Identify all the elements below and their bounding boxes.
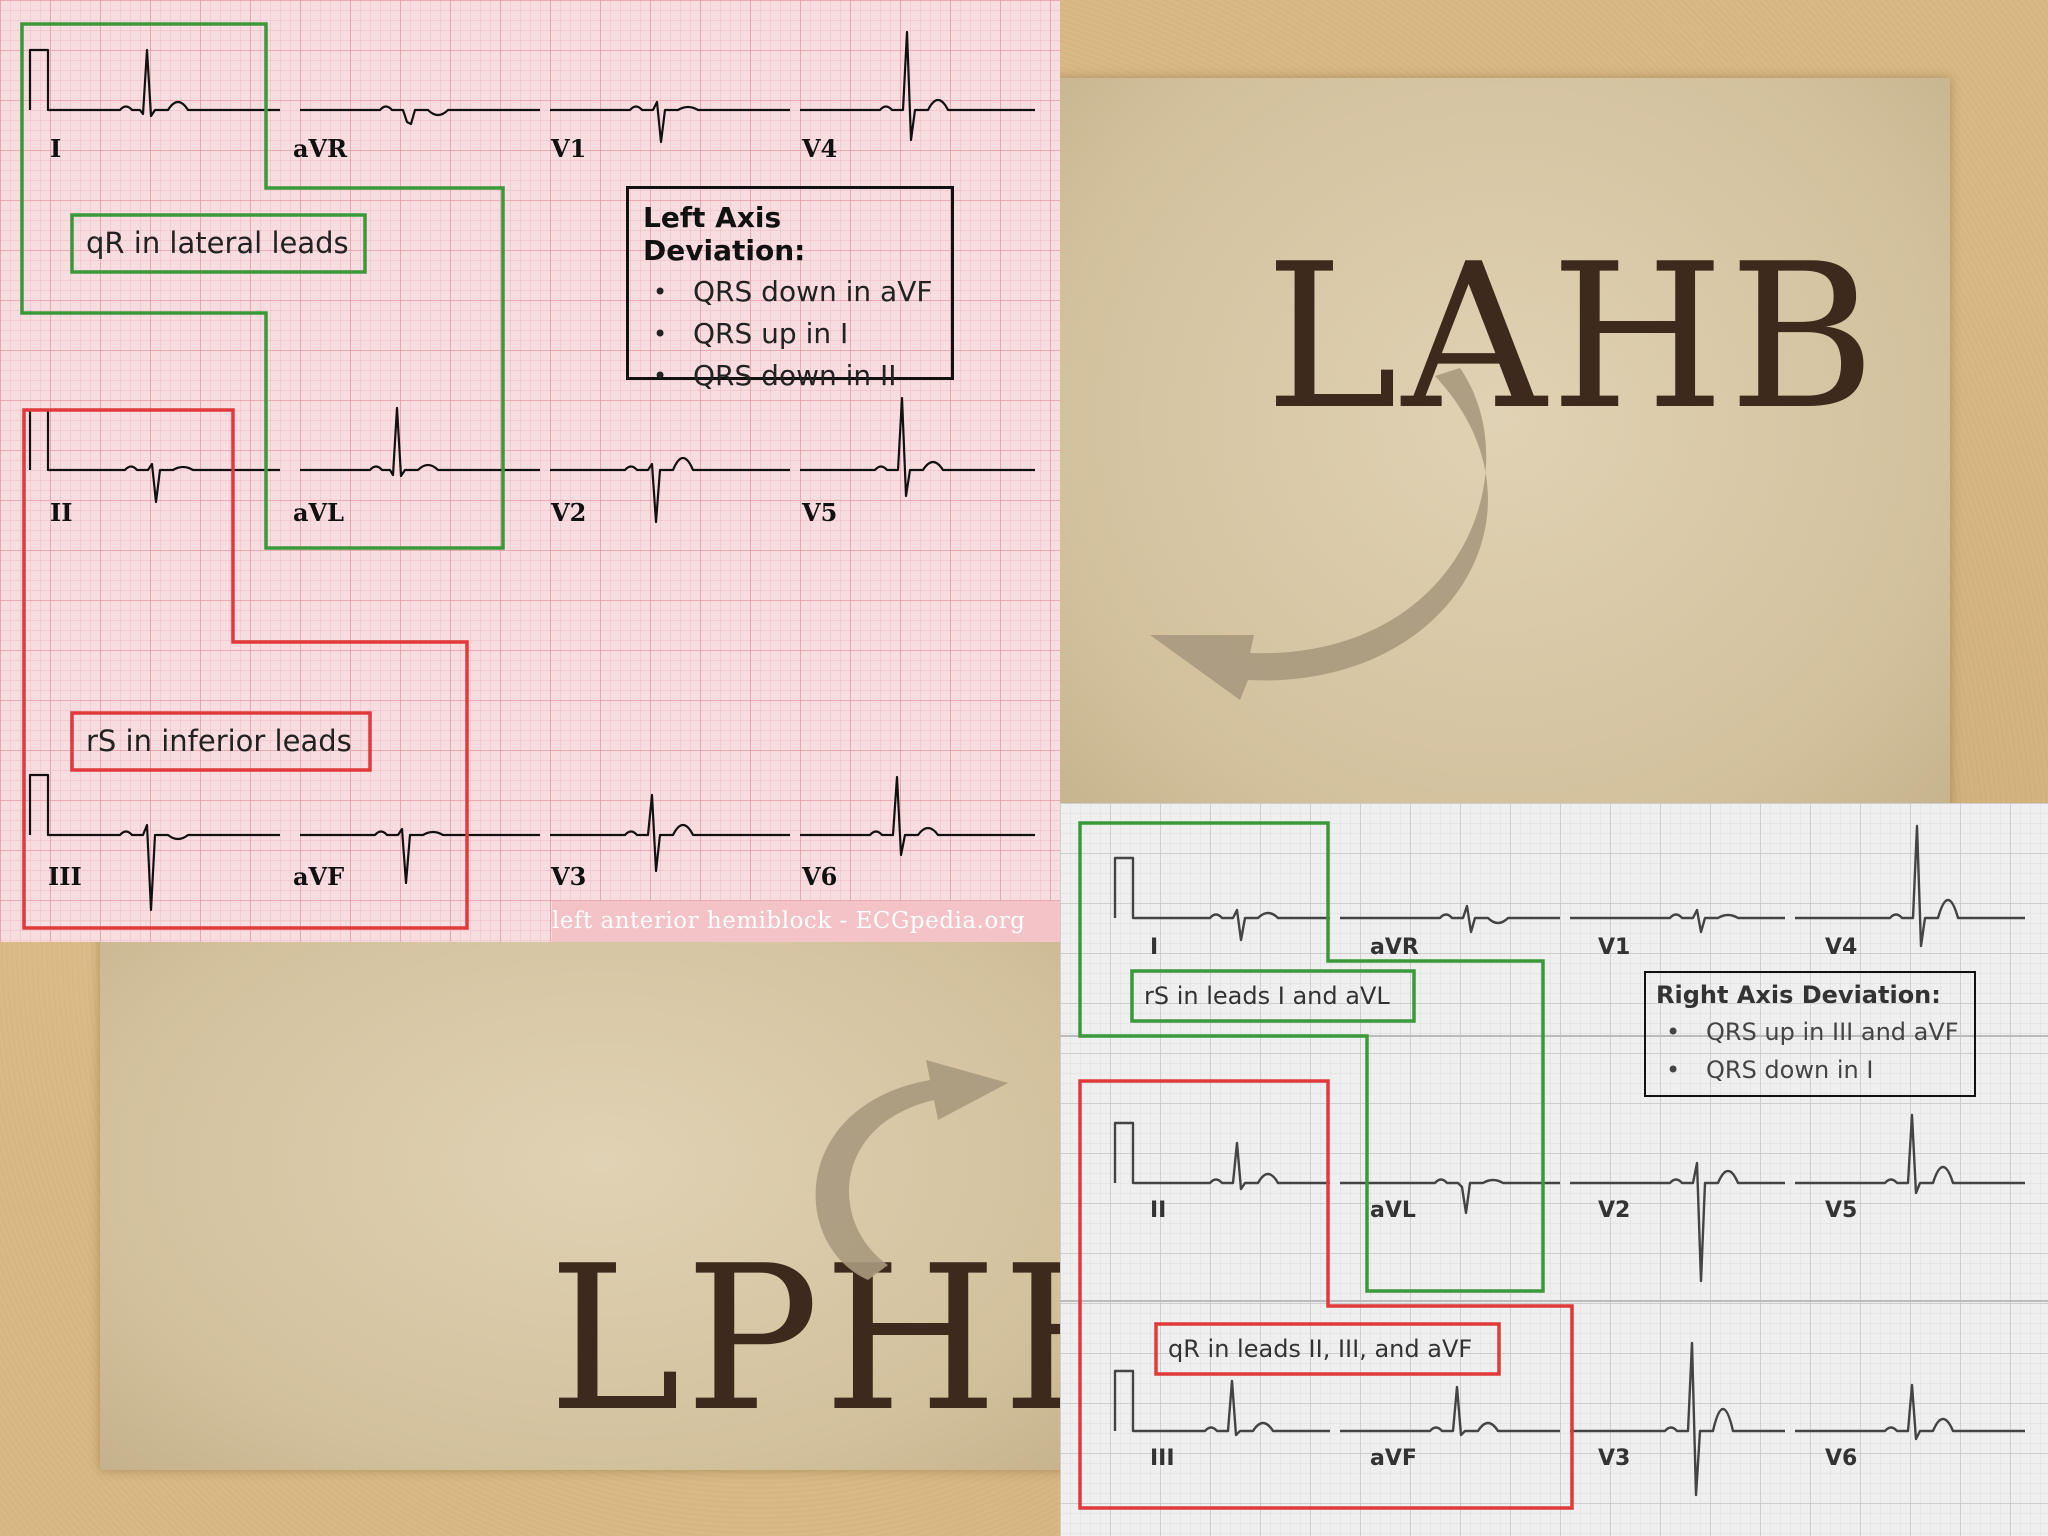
lateral-callout-box xyxy=(1130,969,1416,1023)
axis-box-title: Right Axis Deviation: xyxy=(1656,981,1941,1009)
lahb-ecg-panel: I aVR V1 V4 II aVL V2 V5 III aVF V3 V6 q… xyxy=(0,0,1060,942)
axis-box-item: QRS down in I xyxy=(1666,1051,1964,1089)
ecg-grid xyxy=(1060,803,2048,1536)
curved-arrow-icon xyxy=(1150,368,1488,700)
lahb-ecg-graph xyxy=(0,0,1060,942)
lead-label-II: II xyxy=(1150,1198,1167,1223)
ecg-trace-II xyxy=(28,408,280,504)
axis-box-list: QRS down in aVF QRS up in I QRS down in … xyxy=(643,271,937,397)
inferior-leads-outline xyxy=(1078,1079,1574,1510)
paper-sheet-bottom xyxy=(100,910,1100,1470)
ecg-trace-II xyxy=(1113,1121,1330,1191)
lead-label-V1: V1 xyxy=(1598,935,1631,960)
ecg-trace-aVR xyxy=(1340,904,1560,934)
lead-label-V3: V3 xyxy=(551,862,587,891)
axis-box-item: QRS up in I xyxy=(653,313,937,355)
ecg-trace-III xyxy=(1113,1369,1330,1437)
ecg-trace-V6 xyxy=(1795,1383,2025,1441)
lead-label-V6: V6 xyxy=(1825,1446,1858,1471)
lead-label-I: I xyxy=(50,134,62,163)
lead-label-V2: V2 xyxy=(551,498,587,527)
lead-label-aVL: aVL xyxy=(293,498,345,527)
axis-box-list: QRS up in III and aVF QRS down in I xyxy=(1656,1013,1964,1089)
lateral-callout: qR in lateral leads xyxy=(86,226,349,260)
axis-box-item: QRS down in aVF xyxy=(653,271,937,313)
ecg-trace-V5 xyxy=(800,396,1035,498)
lead-label-V6: V6 xyxy=(802,862,838,891)
ecg-trace-V2 xyxy=(1570,1161,1785,1283)
lead-label-V5: V5 xyxy=(1825,1198,1858,1223)
lateral-callout: rS in leads I and aVL xyxy=(1144,982,1390,1010)
credit-strip xyxy=(552,901,1060,942)
lead-label-III: III xyxy=(1150,1446,1175,1471)
ecg-trace-III xyxy=(28,773,280,912)
paper-sheet-top xyxy=(1050,78,1950,838)
axis-box-item: QRS down in II xyxy=(653,355,937,397)
lead-label-V3: V3 xyxy=(1598,1446,1631,1471)
ecg-trace-V4 xyxy=(800,30,1035,142)
ecg-trace-aVR xyxy=(300,105,540,126)
inferior-callout-box xyxy=(1154,1322,1501,1376)
inferior-leads-outline xyxy=(22,408,469,930)
ecg-trace-aVF xyxy=(1340,1385,1560,1437)
curved-arrow-icon xyxy=(815,1060,1008,1280)
lateral-leads-outline xyxy=(20,22,505,550)
lphb-title: LPHB xyxy=(548,1223,1153,1456)
ecg-trace-aVL xyxy=(1340,1178,1560,1215)
lead-label-V1: V1 xyxy=(551,134,587,163)
lead-label-V4: V4 xyxy=(1825,935,1858,960)
ecgpedia-credit: left anterior hemiblock - ECGpedia.org xyxy=(552,908,1026,934)
lead-label-I: I xyxy=(1150,935,1159,960)
ecg-trace-V3 xyxy=(550,793,790,873)
lead-label-aVF: aVF xyxy=(293,862,345,891)
lead-label-aVR: aVR xyxy=(1370,935,1419,960)
lead-label-aVF: aVF xyxy=(1370,1446,1417,1471)
lead-label-II: II xyxy=(50,498,73,527)
ecg-trace-aVL xyxy=(300,406,540,478)
inferior-callout: rS in inferior leads xyxy=(86,724,352,758)
ecg-trace-V1 xyxy=(1570,908,1785,934)
lateral-callout-box xyxy=(70,213,367,274)
axis-box-item: QRS up in III and aVF xyxy=(1666,1013,1964,1051)
lphb-ecg-panel: I aVR V1 V4 II aVL V2 V5 III aVF V3 V6 r… xyxy=(1060,803,2048,1536)
ecg-trace-V3 xyxy=(1570,1341,1785,1497)
lead-label-III: III xyxy=(48,862,82,891)
lead-label-aVR: aVR xyxy=(293,134,348,163)
lead-label-V5: V5 xyxy=(802,498,838,527)
lphb-ecg-graph xyxy=(1060,803,2048,1536)
right-axis-deviation-box: Right Axis Deviation: QRS up in III and … xyxy=(1644,971,1976,1097)
ecg-trace-V5 xyxy=(1795,1113,2025,1195)
lahb-title: LAHB xyxy=(1265,221,1880,454)
lead-label-aVL: aVL xyxy=(1370,1198,1416,1223)
ecg-trace-V1 xyxy=(550,100,790,144)
inferior-callout-box xyxy=(70,711,372,772)
ecg-trace-I xyxy=(28,48,280,118)
lead-label-V2: V2 xyxy=(1598,1198,1631,1223)
ecg-trace-V4 xyxy=(1795,824,2025,948)
ecg-trace-V2 xyxy=(550,456,790,524)
lead-label-V4: V4 xyxy=(802,134,838,163)
lateral-leads-outline xyxy=(1078,821,1545,1293)
ecg-trace-aVF xyxy=(300,827,540,885)
ecg-trace-V6 xyxy=(800,775,1035,857)
axis-box-title: Left Axis Deviation: xyxy=(643,201,806,267)
ecg-trace-I xyxy=(1113,856,1330,942)
left-axis-deviation-box: Left Axis Deviation: QRS down in aVF QRS… xyxy=(626,186,954,397)
inferior-callout: qR in leads II, III, and aVF xyxy=(1168,1335,1473,1363)
